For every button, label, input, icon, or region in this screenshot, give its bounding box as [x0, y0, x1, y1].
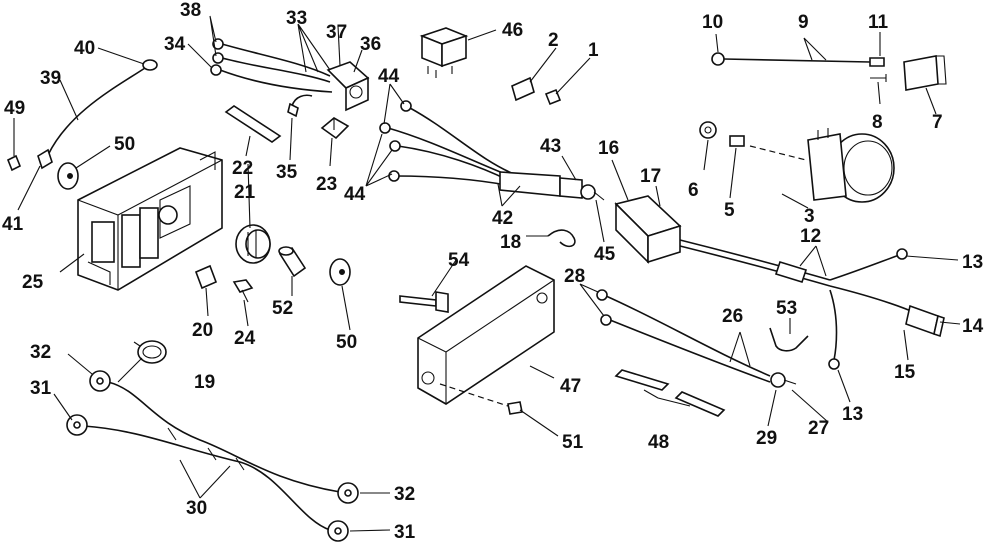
callout-48: 48: [648, 432, 669, 453]
callout-32-right: 32: [394, 484, 415, 505]
callout-9: 9: [798, 12, 809, 33]
callout-47: 47: [560, 376, 581, 397]
clip-and-screw-drawing: [194, 264, 254, 303]
wire-harness-drawing: [210, 38, 370, 118]
callout-21: 21: [234, 182, 256, 203]
callout-46: 46: [502, 20, 523, 41]
callout-35: 35: [276, 162, 298, 183]
callout-25: 25: [22, 272, 44, 293]
callout-51: 51: [562, 432, 584, 453]
callout-19: 19: [194, 372, 215, 393]
callout-8: 8: [872, 112, 883, 133]
callout-42: 42: [492, 208, 513, 229]
callout-54: 54: [448, 250, 470, 271]
spacer-drawing: [278, 246, 307, 278]
gauge-drawing: [699, 121, 895, 203]
callout-17: 17: [640, 166, 661, 187]
sleeve-drawing: [224, 105, 282, 143]
callout-36: 36: [360, 34, 381, 55]
callout-31-left: 31: [30, 378, 52, 399]
callout-32-left: 32: [30, 342, 51, 363]
rectifier-plate-drawing: [399, 265, 555, 415]
callout-11: 11: [868, 12, 889, 33]
callout-26: 26: [722, 306, 743, 327]
callout-13-upper: 13: [962, 252, 983, 273]
grommet-drawing: [235, 224, 271, 264]
callout-5: 5: [724, 200, 735, 221]
callout-13-lower: 13: [842, 404, 863, 425]
terminal-block-drawing: [77, 147, 223, 291]
clamp-drawing: [133, 340, 167, 364]
callout-24: 24: [234, 328, 256, 349]
ground-wire-drawing: [6, 59, 158, 172]
callout-18: 18: [500, 232, 521, 253]
callout-10: 10: [702, 12, 723, 33]
bracket-and-screw-drawing: [511, 76, 562, 106]
lead-assembly-drawing: [596, 289, 809, 417]
callout-14: 14: [962, 316, 984, 337]
callout-29: 29: [756, 428, 777, 449]
callout-37: 37: [326, 22, 347, 43]
callout-12: 12: [800, 226, 821, 247]
callout-31-right: 31: [394, 522, 416, 543]
callout-27: 27: [808, 418, 829, 439]
callout-44-lower: 44: [344, 184, 366, 205]
callout-38: 38: [180, 0, 201, 21]
sender-lead-drawing: [711, 52, 947, 91]
callout-22: 22: [232, 158, 253, 179]
callout-50-lower: 50: [336, 332, 357, 353]
leader-lines: [13, 15, 961, 532]
callout-44-upper: 44: [378, 66, 400, 87]
callout-30: 30: [186, 498, 207, 519]
callout-40: 40: [74, 38, 95, 59]
callout-34: 34: [164, 34, 186, 55]
battery-cable-drawing: [66, 370, 359, 542]
callout-3: 3: [804, 206, 815, 227]
callout-39: 39: [40, 68, 61, 89]
instrument-harness-drawing: [379, 100, 605, 201]
callout-33: 33: [286, 8, 307, 29]
callout-41: 41: [2, 214, 24, 235]
callout-49: 49: [4, 98, 25, 119]
callout-2: 2: [548, 30, 559, 51]
callout-53: 53: [776, 298, 797, 319]
callout-1: 1: [588, 40, 599, 61]
callout-20: 20: [192, 320, 213, 341]
callout-45: 45: [594, 244, 616, 265]
spring-clip-drawing: [547, 229, 576, 248]
callout-7: 7: [932, 112, 943, 133]
callout-52: 52: [272, 298, 293, 319]
connector-drawing: [320, 117, 350, 140]
callout-15: 15: [894, 362, 916, 383]
callout-50-upper: 50: [114, 134, 135, 155]
callout-16: 16: [598, 138, 619, 159]
washer-drawings: [57, 162, 351, 286]
relay-drawing: [419, 27, 469, 78]
main-harness-drawing: [614, 195, 945, 370]
callout-28: 28: [564, 266, 585, 287]
callout-43: 43: [540, 136, 561, 157]
callout-23: 23: [316, 174, 337, 195]
callout-6: 6: [688, 180, 699, 201]
